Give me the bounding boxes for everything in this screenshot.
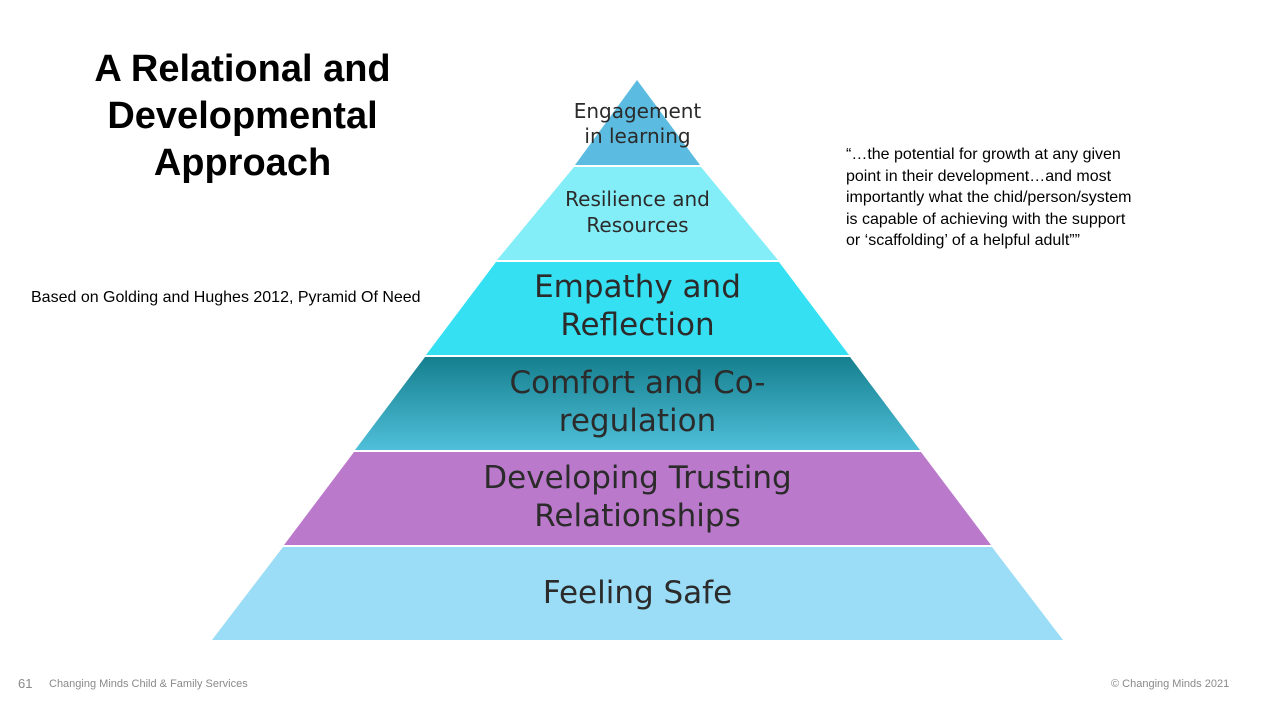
page-number: 61 (18, 676, 33, 691)
source-citation: Based on Golding and Hughes 2012, Pyrami… (31, 289, 421, 306)
pyramid-tier-comfort (355, 357, 920, 450)
slide-title: A Relational and Developmental Approach (94, 48, 391, 184)
quote-text: “…the potential for growth at any given … (846, 146, 1132, 249)
pyramid-tier-feeling-safe (212, 547, 1063, 640)
pyramid-tier-trusting (284, 452, 991, 545)
pyramid-tier-resilience (497, 167, 778, 260)
pyramid-tier-empathy (426, 262, 849, 355)
footer-organization: Changing Minds Child & Family Services (49, 678, 248, 690)
footer-copyright: © Changing Minds 2021 (1111, 678, 1230, 690)
pyramid-tier-engagement (575, 80, 700, 165)
